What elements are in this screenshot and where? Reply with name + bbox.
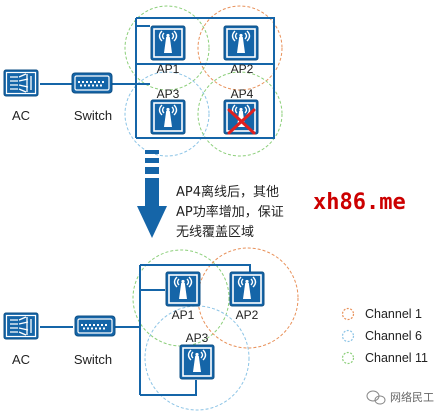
ap2-icon-top: [223, 25, 259, 61]
ap1-icon-top: [150, 25, 186, 61]
transition-arrow: [137, 150, 167, 238]
legend-swatch-channel6: [341, 329, 355, 343]
source-badge: 网络民工: [366, 390, 434, 405]
ap2-icon-bottom: [229, 271, 265, 307]
legend-label-channel6: Channel 6: [365, 329, 422, 343]
coverage-ap3-top: [124, 71, 210, 157]
ac-icon-top: [3, 69, 39, 97]
coverage-ap1-top: [124, 5, 210, 91]
top-scenario: AC Switch AP1 AP2 AP3 AP4: [3, 5, 283, 157]
ap3-icon-bottom: [179, 344, 215, 380]
coverage-ap2-top: [197, 5, 283, 91]
wechat-icon: [366, 390, 386, 405]
watermark-text: xh86.me: [313, 190, 406, 215]
ap3-label-bottom: AP3: [186, 331, 209, 345]
ac-icon-bottom: [3, 312, 39, 340]
switch-icon-top: [71, 72, 113, 94]
ap4-icon-top: [223, 99, 259, 135]
links-top: [40, 17, 275, 139]
ap3-icon-top: [150, 99, 186, 135]
bottom-scenario: AC Switch AP1 AP2 AP3: [3, 247, 299, 411]
ap4-label-top: AP4: [231, 87, 254, 101]
legend-swatch-channel11: [341, 351, 355, 365]
legend: Channel 1 Channel 6 Channel 11: [341, 307, 428, 365]
legend-label-channel1: Channel 1: [365, 307, 422, 321]
ac-label-bottom: AC: [12, 352, 30, 367]
offline-x-icon: [227, 108, 256, 135]
transition-line-3: 无线覆盖区域: [176, 225, 254, 240]
links-bottom: [40, 264, 251, 396]
switch-label-bottom: Switch: [74, 352, 112, 367]
coverage-ap3-bottom: [144, 305, 250, 411]
ac-label-top: AC: [12, 108, 30, 123]
legend-swatch-channel1: [341, 307, 355, 321]
ap2-label-top: AP2: [231, 62, 254, 76]
legend-label-channel11: Channel 11: [365, 351, 428, 365]
ap3-label-top: AP3: [157, 87, 180, 101]
transition-line-2: AP功率增加，保证: [176, 204, 284, 220]
badge-text: 网络民工: [390, 390, 434, 404]
ap1-label-top: AP1: [157, 62, 180, 76]
ap2-label-bottom: AP2: [236, 308, 259, 322]
transition-line-1: AP4离线后，其他: [176, 184, 279, 200]
coverage-ap4-top: [197, 71, 283, 157]
switch-icon-bottom: [74, 315, 116, 337]
ap1-icon-bottom: [165, 271, 201, 307]
switch-label-top: Switch: [74, 108, 112, 123]
ap1-label-bottom: AP1: [172, 308, 195, 322]
